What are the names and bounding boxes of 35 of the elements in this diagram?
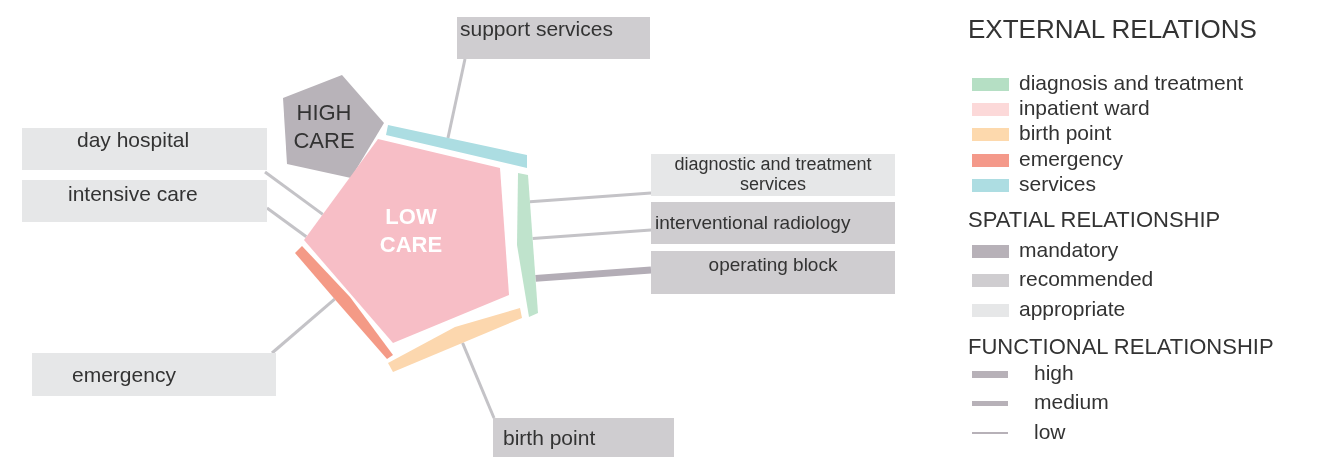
- legend-text: services: [1019, 172, 1097, 196]
- department-card: operating block: [651, 251, 895, 294]
- department-card: intensive care: [22, 180, 267, 222]
- connector-line: [461, 342, 496, 419]
- legend-text: high: [1034, 361, 1074, 385]
- care-zone-label: HIGH CARE: [292, 99, 356, 155]
- connector-line: [535, 266, 652, 282]
- color-band: [386, 125, 527, 168]
- department-card: diagnostic and treatment services: [651, 154, 895, 196]
- connector-line: [529, 191, 652, 204]
- connector-line: [264, 170, 324, 216]
- connector-line: [446, 58, 467, 139]
- legend-text: appropriate: [1019, 297, 1126, 321]
- legend-text: recommended: [1019, 267, 1154, 291]
- department-card: birth point: [493, 418, 674, 457]
- department-card: support services: [457, 17, 650, 59]
- connector-line: [271, 297, 336, 355]
- legend-text: emergency: [1019, 147, 1123, 171]
- legend-text: birth point: [1019, 121, 1112, 145]
- legend-heading: FUNCTIONAL RELATIONSHIP: [968, 334, 1274, 360]
- legend-text: inpatient ward: [1019, 96, 1150, 120]
- connector-line: [532, 228, 652, 241]
- legend-text: diagnosis and treatment: [1019, 71, 1244, 95]
- department-card: interventional radiology: [651, 202, 895, 244]
- connector-line: [266, 206, 308, 239]
- legend-text: mandatory: [1019, 238, 1119, 262]
- legend-heading: EXTERNAL RELATIONS: [968, 14, 1257, 45]
- legend-text: low: [1034, 420, 1066, 444]
- color-band: [388, 308, 522, 372]
- color-band: [517, 173, 538, 317]
- legend-heading: SPATIAL RELATIONSHIP: [968, 207, 1221, 233]
- department-card: day hospital: [22, 128, 267, 170]
- department-card: emergency: [32, 353, 276, 396]
- legend-text: medium: [1034, 390, 1109, 414]
- care-zone-label: LOW CARE: [378, 203, 444, 259]
